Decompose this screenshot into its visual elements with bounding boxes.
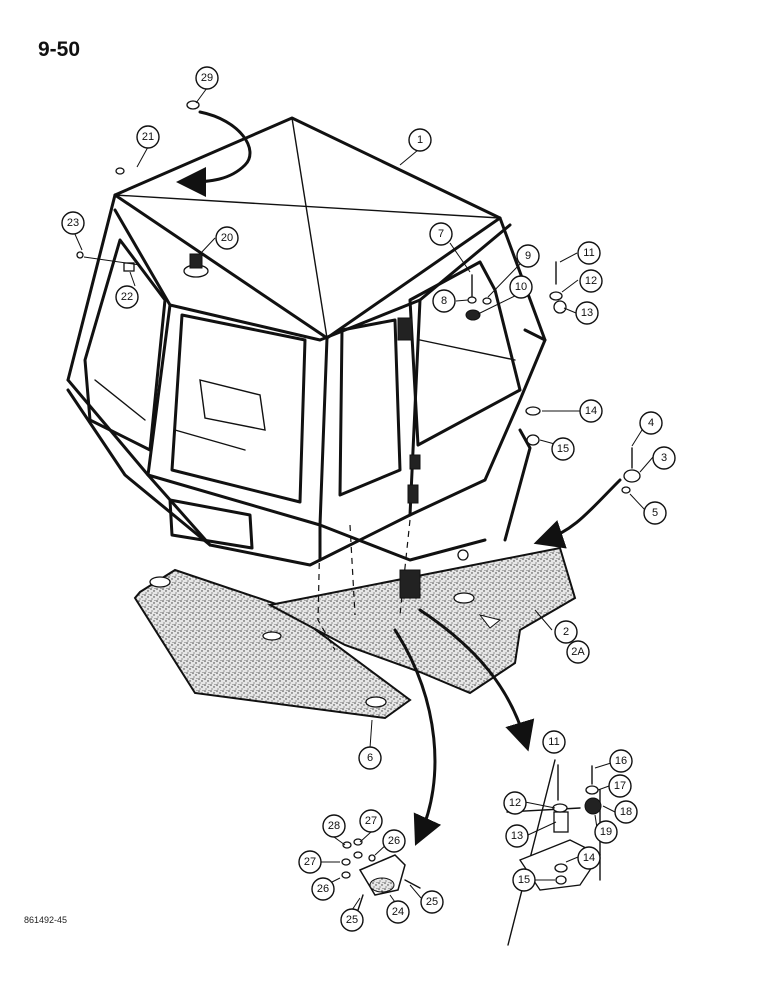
callout-27-left: 27 bbox=[298, 850, 322, 874]
figure-code: 861492-45 bbox=[24, 915, 68, 925]
callout-12-upper-label: 12 bbox=[585, 275, 597, 287]
page-number: 9-50 bbox=[38, 38, 81, 61]
callout-25-left-label: 25 bbox=[346, 914, 358, 926]
callout-18: 18 bbox=[614, 800, 638, 824]
callout-13-upper: 13 bbox=[575, 301, 599, 325]
callout-24-label: 24 bbox=[392, 906, 404, 918]
floor-mat-front bbox=[133, 568, 412, 720]
callout-2a-label: 2A bbox=[571, 646, 585, 658]
callout-26-left-label: 26 bbox=[317, 883, 329, 895]
callout-2-label: 2 bbox=[563, 626, 569, 638]
callout-29-label: 29 bbox=[201, 72, 213, 84]
callout-2a: 2A bbox=[566, 640, 590, 664]
callout-27-left-label: 27 bbox=[304, 856, 316, 868]
callout-23: 23 bbox=[61, 211, 85, 235]
callout-10: 10 bbox=[509, 275, 533, 299]
callout-7-label: 7 bbox=[438, 228, 444, 240]
callout-19: 19 bbox=[594, 820, 618, 844]
callout-29: 29 bbox=[195, 66, 219, 90]
callout-22: 22 bbox=[115, 285, 139, 309]
callout-15-lower-label: 15 bbox=[518, 874, 530, 886]
bracket-detail-left bbox=[341, 838, 421, 911]
callout-14-upper: 14 bbox=[579, 399, 603, 423]
callout-1: 1 bbox=[408, 128, 432, 152]
callout-3: 3 bbox=[652, 446, 676, 470]
callout-8: 8 bbox=[432, 289, 456, 313]
callout-26-right-label: 26 bbox=[388, 835, 400, 847]
callout-2: 2 bbox=[554, 620, 578, 644]
callout-3-label: 3 bbox=[661, 452, 667, 464]
callout-16-label: 16 bbox=[615, 755, 627, 767]
callout-15-upper: 15 bbox=[551, 437, 575, 461]
callout-1-label: 1 bbox=[417, 134, 423, 146]
callout-7: 7 bbox=[429, 222, 453, 246]
callout-19-label: 19 bbox=[600, 826, 612, 838]
callout-9-label: 9 bbox=[525, 250, 531, 262]
callout-25-right-label: 25 bbox=[426, 896, 438, 908]
callout-26-right: 26 bbox=[382, 829, 406, 853]
callout-20-label: 20 bbox=[221, 232, 233, 244]
callout-9: 9 bbox=[516, 244, 540, 268]
callout-23-label: 23 bbox=[67, 217, 79, 229]
callout-28: 28 bbox=[322, 814, 346, 838]
callout-14-upper-label: 14 bbox=[585, 405, 597, 417]
callout-8-label: 8 bbox=[441, 295, 447, 307]
callout-22-label: 22 bbox=[121, 291, 133, 303]
callout-16: 16 bbox=[609, 749, 633, 773]
callout-13-lower: 13 bbox=[505, 824, 529, 848]
leader-lines bbox=[73, 87, 654, 913]
arrows bbox=[176, 110, 622, 846]
callout-10-label: 10 bbox=[515, 281, 527, 293]
callout-21-label: 21 bbox=[142, 131, 154, 143]
callout-4-label: 4 bbox=[648, 417, 654, 429]
callout-13-lower-label: 13 bbox=[511, 830, 523, 842]
callout-17-label: 17 bbox=[614, 780, 626, 792]
callout-26-left: 26 bbox=[311, 877, 335, 901]
callout-15-lower: 15 bbox=[512, 868, 536, 892]
callout-21: 21 bbox=[136, 125, 160, 149]
callout-12-upper: 12 bbox=[579, 269, 603, 293]
callout-14-lower-label: 14 bbox=[583, 852, 595, 864]
callout-24: 24 bbox=[386, 900, 410, 924]
callout-4: 4 bbox=[639, 411, 663, 435]
callout-11-upper: 11 bbox=[577, 241, 601, 265]
callout-18-label: 18 bbox=[620, 806, 632, 818]
callout-11-lower-label: 11 bbox=[548, 736, 559, 748]
callout-12-lower: 12 bbox=[503, 791, 527, 815]
callout-25-right: 25 bbox=[420, 890, 444, 914]
callout-5-label: 5 bbox=[652, 507, 658, 519]
callout-14-lower: 14 bbox=[577, 846, 601, 870]
callout-11-lower: 11 bbox=[542, 730, 566, 754]
callout-13-upper-label: 13 bbox=[581, 307, 593, 319]
callout-28-label: 28 bbox=[328, 820, 340, 832]
callout-17: 17 bbox=[608, 774, 632, 798]
callout-12-lower-label: 12 bbox=[509, 797, 521, 809]
callout-15-upper-label: 15 bbox=[557, 443, 569, 455]
cab-small-parts bbox=[76, 100, 641, 494]
callout-6: 6 bbox=[358, 746, 382, 770]
callout-27-right: 27 bbox=[359, 809, 383, 833]
callout-6-label: 6 bbox=[367, 752, 373, 764]
callout-5: 5 bbox=[643, 501, 667, 525]
floor-mat-rear bbox=[267, 546, 577, 695]
callout-11-upper-label: 11 bbox=[583, 247, 594, 259]
callout-20: 20 bbox=[215, 226, 239, 250]
callout-25-left: 25 bbox=[340, 908, 364, 932]
callout-27-right-label: 27 bbox=[365, 815, 377, 827]
cab-body bbox=[66, 116, 547, 651]
